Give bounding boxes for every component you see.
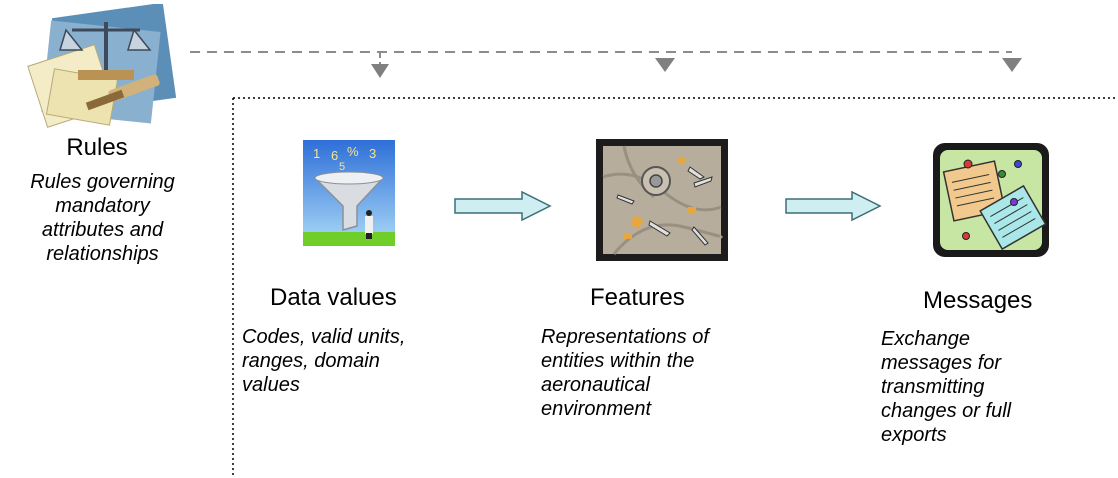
flow-arrow-data-to-features [454,190,552,222]
rules-icon-wrapper [16,4,186,130]
features-title: Features [590,284,685,311]
pinned-notes-icon [933,143,1049,257]
drop-arrow-messages [1002,58,1022,72]
svg-text:5: 5 [339,161,345,173]
rules-description-line: attributes and [41,219,164,241]
data-values-title: Data values [270,284,397,311]
data-values-description-line: values [242,374,300,396]
data-values-description: Codes, valid units, ranges, domain value… [242,325,482,397]
rules-description: Rules governing mandatory attributes and… [0,170,205,266]
messages-title: Messages [923,287,1033,314]
data-values-description-line: ranges, domain [242,350,380,372]
flow-arrow-features-to-messages [785,190,882,222]
features-description-line: entities within the [541,350,695,372]
svg-text:6: 6 [331,148,338,163]
rules-description-line: Rules governing [30,171,175,193]
rules-description-line: relationships [46,243,159,265]
features-icon-wrapper [594,137,730,263]
messages-icon-wrapper [930,140,1052,260]
scales-of-justice-icon [27,4,177,128]
drop-arrow-features [655,58,675,72]
svg-text:1: 1 [313,146,320,161]
messages-description-line: Exchange [881,328,970,350]
features-description-line: Representations of [541,326,709,348]
data-values-description-line: Codes, valid units, [242,326,406,348]
features-description-line: aeronautical [541,374,650,396]
rules-description-line: mandatory [55,195,150,217]
messages-description-line: messages for [881,352,1002,374]
airport-map-icon [596,139,728,261]
messages-description-line: exports [881,424,947,446]
features-description-line: environment [541,398,652,420]
svg-text:3: 3 [369,146,376,161]
rules-title: Rules [66,134,128,161]
svg-text:%: % [347,144,359,159]
messages-description-line: transmitting [881,376,985,398]
messages-description: Exchange messages for transmitting chang… [881,327,1101,447]
data-values-icon-wrapper: 1 6 % 3 5 [303,140,395,246]
drop-arrow-data-values [371,64,389,78]
funnel-numbers-icon: 1 6 % 3 5 [303,140,395,246]
features-description: Representations of entities within the a… [541,325,781,421]
messages-description-line: changes or full [881,400,1012,422]
